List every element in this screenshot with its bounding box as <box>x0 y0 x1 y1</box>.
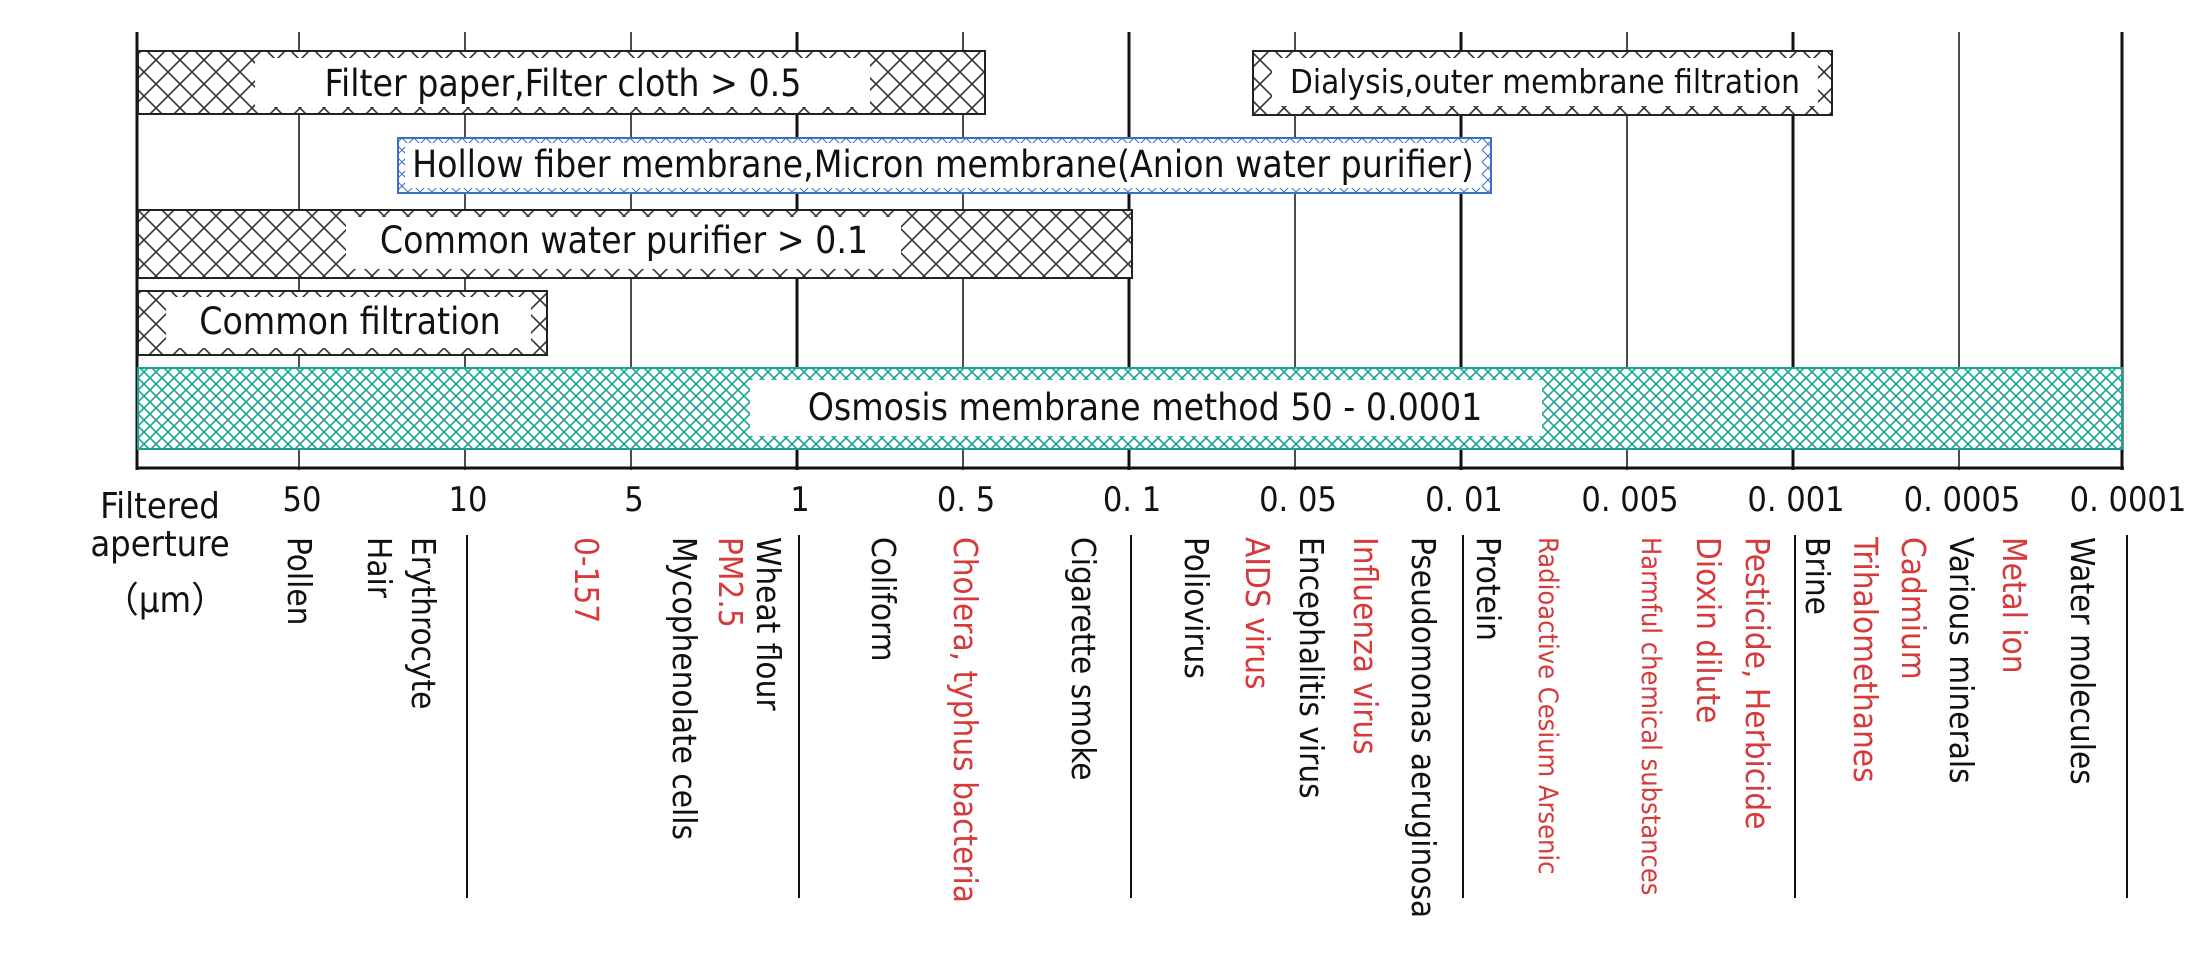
filter-bar-filter-paper: Filter paper,Filter cloth > 0.5 <box>137 50 986 115</box>
tick-label: 0. 5 <box>937 480 995 520</box>
filter-bar-common-water-purifier: Common water purifier > 0.1 <box>137 209 1133 279</box>
tick-label: 0. 1 <box>1103 480 1161 520</box>
substance-label: Coliform <box>864 537 903 662</box>
substance-label: Poliovirus <box>1177 537 1216 679</box>
filter-bar-hollow-fiber: Hollow fiber membrane,Micron membrane(An… <box>397 137 1492 194</box>
substance-label: Metal ion <box>1995 537 2034 674</box>
bar-label: Common water purifier > 0.1 <box>380 219 868 262</box>
tick-label: 0. 05 <box>1259 480 1337 520</box>
tick-label: 0. 001 <box>1747 480 1844 520</box>
filter-bar-osmosis-membrane: Osmosis membrane method 50 - 0.0001 <box>137 367 2123 450</box>
bar-label-box <box>750 380 1542 436</box>
substance-label: Encephalitis virus <box>1292 537 1331 799</box>
substance-label: Harmful chemical substances <box>1635 537 1666 895</box>
substance-label: AIDS virus <box>1238 537 1277 690</box>
bar-label: Dialysis,outer membrane filtration <box>1290 62 1800 101</box>
tick-labels: 50 10 5 1 0. 5 0. 1 0. 05 0. 01 0. 005 0… <box>283 480 2187 520</box>
substance-label: Cadmium <box>1894 537 1933 680</box>
substance-label: Wheat flour <box>749 537 788 711</box>
substance-label: Pseudomonas aeruginosa <box>1404 537 1443 918</box>
substance-label: Trihalomethanes <box>1846 536 1885 783</box>
filter-bar-common-filtration: Common filtration <box>137 290 548 356</box>
axis-title-line: Filtered <box>100 486 220 527</box>
tick-label: 50 <box>283 480 322 520</box>
bar-label-box <box>255 58 870 107</box>
substance-label: Protein <box>1469 537 1508 641</box>
substance-label: Various minerals <box>1942 537 1981 784</box>
tick-label: 0. 005 <box>1581 480 1678 520</box>
tick-label: 0. 01 <box>1425 480 1503 520</box>
bar-label-box <box>346 217 901 269</box>
substance-label: Brine <box>1798 537 1837 615</box>
substance-label: Mycophenolate cells <box>665 537 704 840</box>
substance-label: PM2.5 <box>711 537 750 628</box>
bar-label: Common filtration <box>199 300 501 343</box>
tick-label: 5 <box>624 480 643 520</box>
bar-label-box <box>166 297 531 348</box>
substance-label: Hair <box>360 537 399 599</box>
substance-label: 0-157 <box>567 537 606 623</box>
tick-label: 0. 0005 <box>1904 480 2021 520</box>
bar-label: Filter paper,Filter cloth > 0.5 <box>325 62 802 105</box>
filter-bar-dialysis: Dialysis,outer membrane filtration <box>1252 50 1833 116</box>
substance-label: Cigarette smoke <box>1064 537 1103 781</box>
substance-label: Radioactive Cesium Arsenic <box>1532 537 1563 875</box>
lower-separators <box>466 535 2128 898</box>
substance-label: Influenza virus <box>1346 537 1385 755</box>
bar-label-box <box>1272 58 1818 106</box>
substance-labels: Pollen Erythrocyte Hair 0-157 Wheat flou… <box>280 536 2102 918</box>
substance-label: Dioxin dilute <box>1689 537 1728 723</box>
tick-label: 0. 0001 <box>2070 480 2187 520</box>
axis-title: Filtered aperture （μm） <box>90 486 229 621</box>
bar-label-box <box>405 143 1482 188</box>
substance-label: Erythrocyte <box>404 537 443 709</box>
axis-title-line: （μm） <box>103 580 227 621</box>
axis-title-line: aperture <box>90 524 229 565</box>
substance-label: Pesticide, Herbicide <box>1738 537 1777 830</box>
substance-label: Water molecules <box>2063 537 2102 785</box>
tick-label: 10 <box>449 480 488 520</box>
bar-label: Hollow fiber membrane,Micron membrane(An… <box>412 143 1474 186</box>
substance-label: Cholera, typhus bacteria <box>946 537 985 903</box>
substance-label: Pollen <box>280 537 319 625</box>
tick-label: 1 <box>790 480 809 520</box>
bar-label: Osmosis membrane method 50 - 0.0001 <box>808 386 1483 429</box>
